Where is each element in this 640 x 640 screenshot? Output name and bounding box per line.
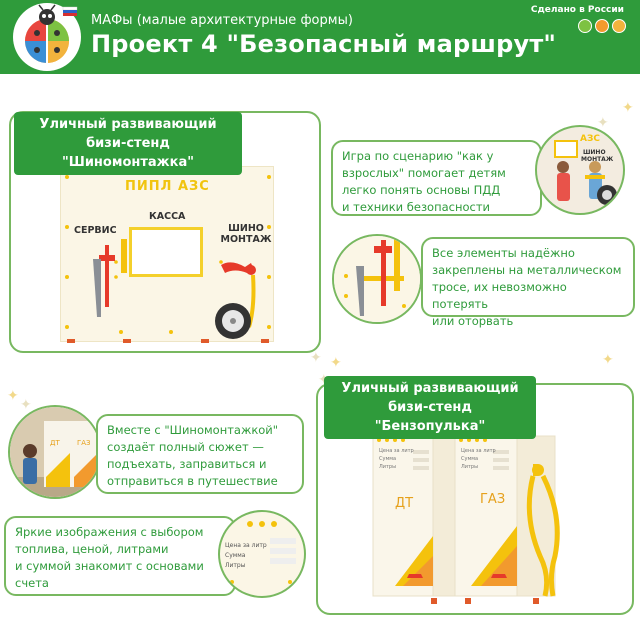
caption-line: создаёт полный сюжет — [107, 440, 264, 454]
caption-line: и техники безопасности [342, 200, 491, 214]
caption-line: топлива, ценой, литрами [15, 542, 169, 556]
star-icon: ✦ [330, 355, 342, 371]
stand-label-kassa: КАССА [149, 211, 186, 222]
zoom-row-liters: Литры [225, 562, 246, 569]
cash-screen [129, 227, 203, 277]
star-icon: ✦ [7, 388, 19, 404]
caption-full-story: Вместе с "Шиномонтажкой" создаёт полный … [96, 414, 304, 494]
tire-service-title-tag: Уличный развивающий бизи-стенд "Шиномонт… [14, 112, 242, 175]
dot-yellow [612, 19, 626, 33]
dot-green [578, 19, 592, 33]
pump1-row-sum: Сумма [379, 456, 397, 462]
stand-label-tire-2: МОНТАЖ [220, 234, 272, 245]
brand-subtitle: МАФы (малые архитектурные формы) [91, 13, 353, 28]
header-bar: МАФы (малые архитектурные формы) Проект … [0, 0, 640, 74]
star-icon: ✦ [310, 350, 322, 366]
caption-line: Вместе с "Шиномонтажкой" [107, 423, 279, 437]
caption-line: Игра по сценарию "как у [342, 149, 494, 163]
caption-line: и суммой знакомит с основами [15, 559, 204, 573]
caption-line: Все элементы надёжно [432, 246, 575, 260]
photo-label-tire-2: МОНТАЖ [581, 156, 614, 163]
pump2-row-sum: Сумма [461, 456, 479, 462]
caption-line: или оторвать [432, 314, 514, 328]
fuel-pump-title-line2: бизи-стенд "Бензопулька" [374, 400, 486, 434]
tire-service-stand-image: ПИПЛ АЗС СЕРВИС КАССА ШИНО МОНТАЖ [60, 166, 274, 343]
kids-playing-photo: АЗС ШИНО МОНТАЖ [535, 125, 625, 215]
star-icon: ✦ [597, 115, 609, 131]
tire-service-title-line1: Уличный развивающий [39, 117, 217, 132]
fuel-pump-title-tag: Уличный развивающий бизи-стенд "Бензопул… [324, 376, 536, 439]
dot-orange [595, 19, 609, 33]
page-title: Проект 4 "Безопасный маршрут" [91, 30, 557, 58]
caption-line: взрослых" помогает детям [342, 166, 506, 180]
caption-secure-mounting: Все элементы надёжно закреплены на метал… [421, 237, 635, 328]
photo-label-tire-1: ШИНО [583, 149, 606, 156]
fuel-pump-title-line1: Уличный развивающий [341, 381, 519, 396]
tools-closeup-photo [332, 234, 422, 324]
stand-label-service: СЕРВИС [74, 225, 117, 236]
star-icon: ✦ [602, 352, 614, 368]
pump2-row-price: Цена за литр [461, 448, 496, 454]
caption-line: Яркие изображения с выбором [15, 525, 204, 539]
star-icon: ✦ [318, 372, 330, 388]
zoom-row-sum: Сумма [225, 552, 246, 559]
color-dots [578, 19, 626, 33]
star-icon: ✦ [20, 397, 32, 413]
fuel-pump-stand-image: ДТ ГАЗ Цена за литр Сумма Литры Цена за … [335, 426, 615, 610]
stand-illustration [65, 175, 271, 343]
star-icon: ✦ [622, 100, 634, 116]
photo-label-dt: ДТ [50, 439, 60, 447]
stand-label-tire-1: ШИНО [228, 223, 264, 234]
caption-scenario-game: Игра по сценарию "как у взрослых" помога… [331, 140, 542, 216]
caption-line: подъехать, заправиться и [107, 457, 267, 471]
caption-line: легко понять основы ПДД [342, 183, 501, 197]
price-display-closeup-photo: Цена за литр Сумма Литры [218, 510, 306, 598]
pump1-row-price: Цена за литр [379, 448, 414, 454]
photo-label-gaz: ГАЗ [77, 439, 91, 447]
pump1-row-liters: Литры [379, 464, 397, 470]
made-in-russia-label: Сделано в России [530, 5, 624, 15]
kids-at-fuel-station-photo: ДТ ГАЗ [8, 405, 102, 499]
caption-line: закреплены на металлическом [432, 263, 622, 277]
photo-sign-azs: АЗС [580, 134, 600, 144]
pump-label-gaz: ГАЗ [480, 492, 506, 507]
pump-label-dt: ДТ [395, 496, 414, 511]
caption-bright-images: Яркие изображения с выбором топлива, цен… [4, 516, 236, 596]
ladybug-logo-icon [13, 3, 81, 71]
caption-line: тросе, их невозможно потерять [432, 280, 567, 311]
pump2-row-liters: Литры [461, 464, 479, 470]
caption-line: счета [15, 576, 49, 590]
stand-sign-azs: ПИПЛ АЗС [125, 179, 210, 194]
zoom-row-price: Цена за литр [225, 542, 267, 549]
tire-service-title-line2: бизи-стенд "Шиномонтажка" [61, 136, 194, 170]
caption-line: отправиться в путешествие [107, 474, 278, 488]
